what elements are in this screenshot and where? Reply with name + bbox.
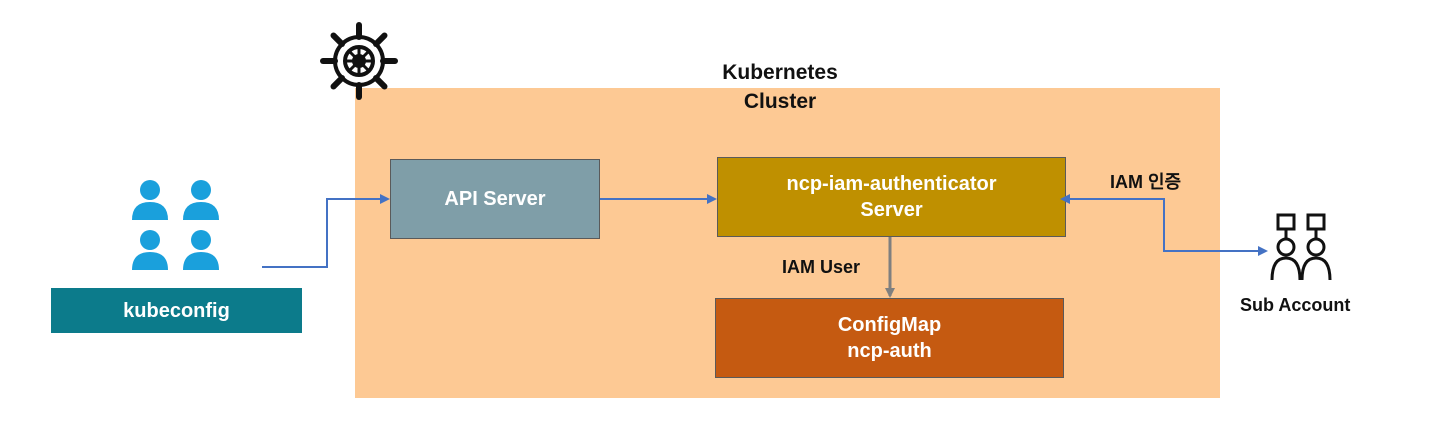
api-server-box: API Server bbox=[390, 159, 600, 239]
configmap-ncp-auth-box: ConfigMap ncp-auth bbox=[715, 298, 1064, 378]
users-group-icon bbox=[132, 180, 219, 270]
arrow-users-to-api-server bbox=[262, 194, 390, 268]
kubeconfig-box: kubeconfig bbox=[51, 288, 302, 333]
sub-account-label: Sub Account bbox=[1240, 295, 1351, 315]
ncp-iam-authenticator-server-box: ncp-iam-authenticator Server bbox=[717, 157, 1066, 237]
iam-user-label: IAM User bbox=[782, 257, 861, 277]
arrow-authenticator-to-sub-account bbox=[1060, 194, 1268, 256]
kubernetes-helm-icon bbox=[320, 22, 398, 100]
cluster-title: Kubernetes Cluster bbox=[722, 61, 838, 113]
sub-account-icon bbox=[1270, 213, 1332, 281]
iam-auth-label: IAM 인증 bbox=[1110, 172, 1182, 192]
